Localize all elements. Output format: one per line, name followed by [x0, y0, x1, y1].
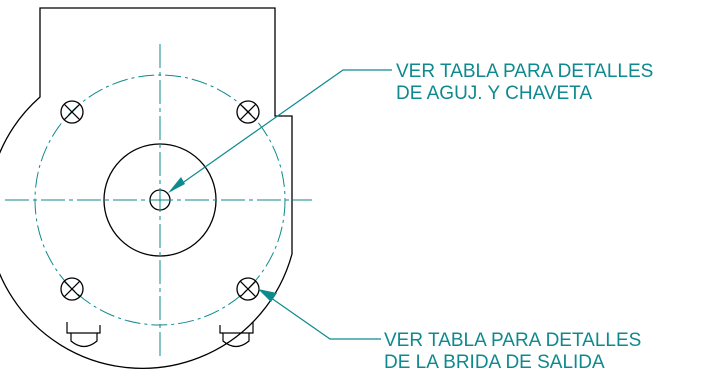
annotation-flange-line1: VER TABLA PARA DETALLES: [384, 330, 642, 351]
annotation-shaft-line2: DE AGUJ. Y CHAVETA: [396, 83, 593, 104]
bolt-hole-top-left: [60, 100, 84, 124]
bolt-hole-bottom-left: [60, 277, 84, 301]
bolt-hole-bottom-right: [236, 277, 260, 301]
annotation-shaft-line1: VER TABLA PARA DETALLES: [396, 61, 654, 82]
annotation-flange-line2: DE LA BRIDA DE SALIDA: [384, 352, 605, 373]
foot-right: [219, 322, 254, 348]
bolt-hole-top-right: [236, 100, 260, 124]
annotation-shaft-details: VER TABLA PARA DETALLES DE AGUJ. Y CHAVE…: [396, 61, 653, 105]
leader-shaft: [168, 69, 392, 193]
annotation-flange-details: VER TABLA PARA DETALLES DE LA BRIDA DE S…: [384, 330, 641, 374]
leader-flange: [258, 289, 381, 340]
foot-left: [66, 322, 101, 348]
housing-outline: [0, 7, 293, 369]
